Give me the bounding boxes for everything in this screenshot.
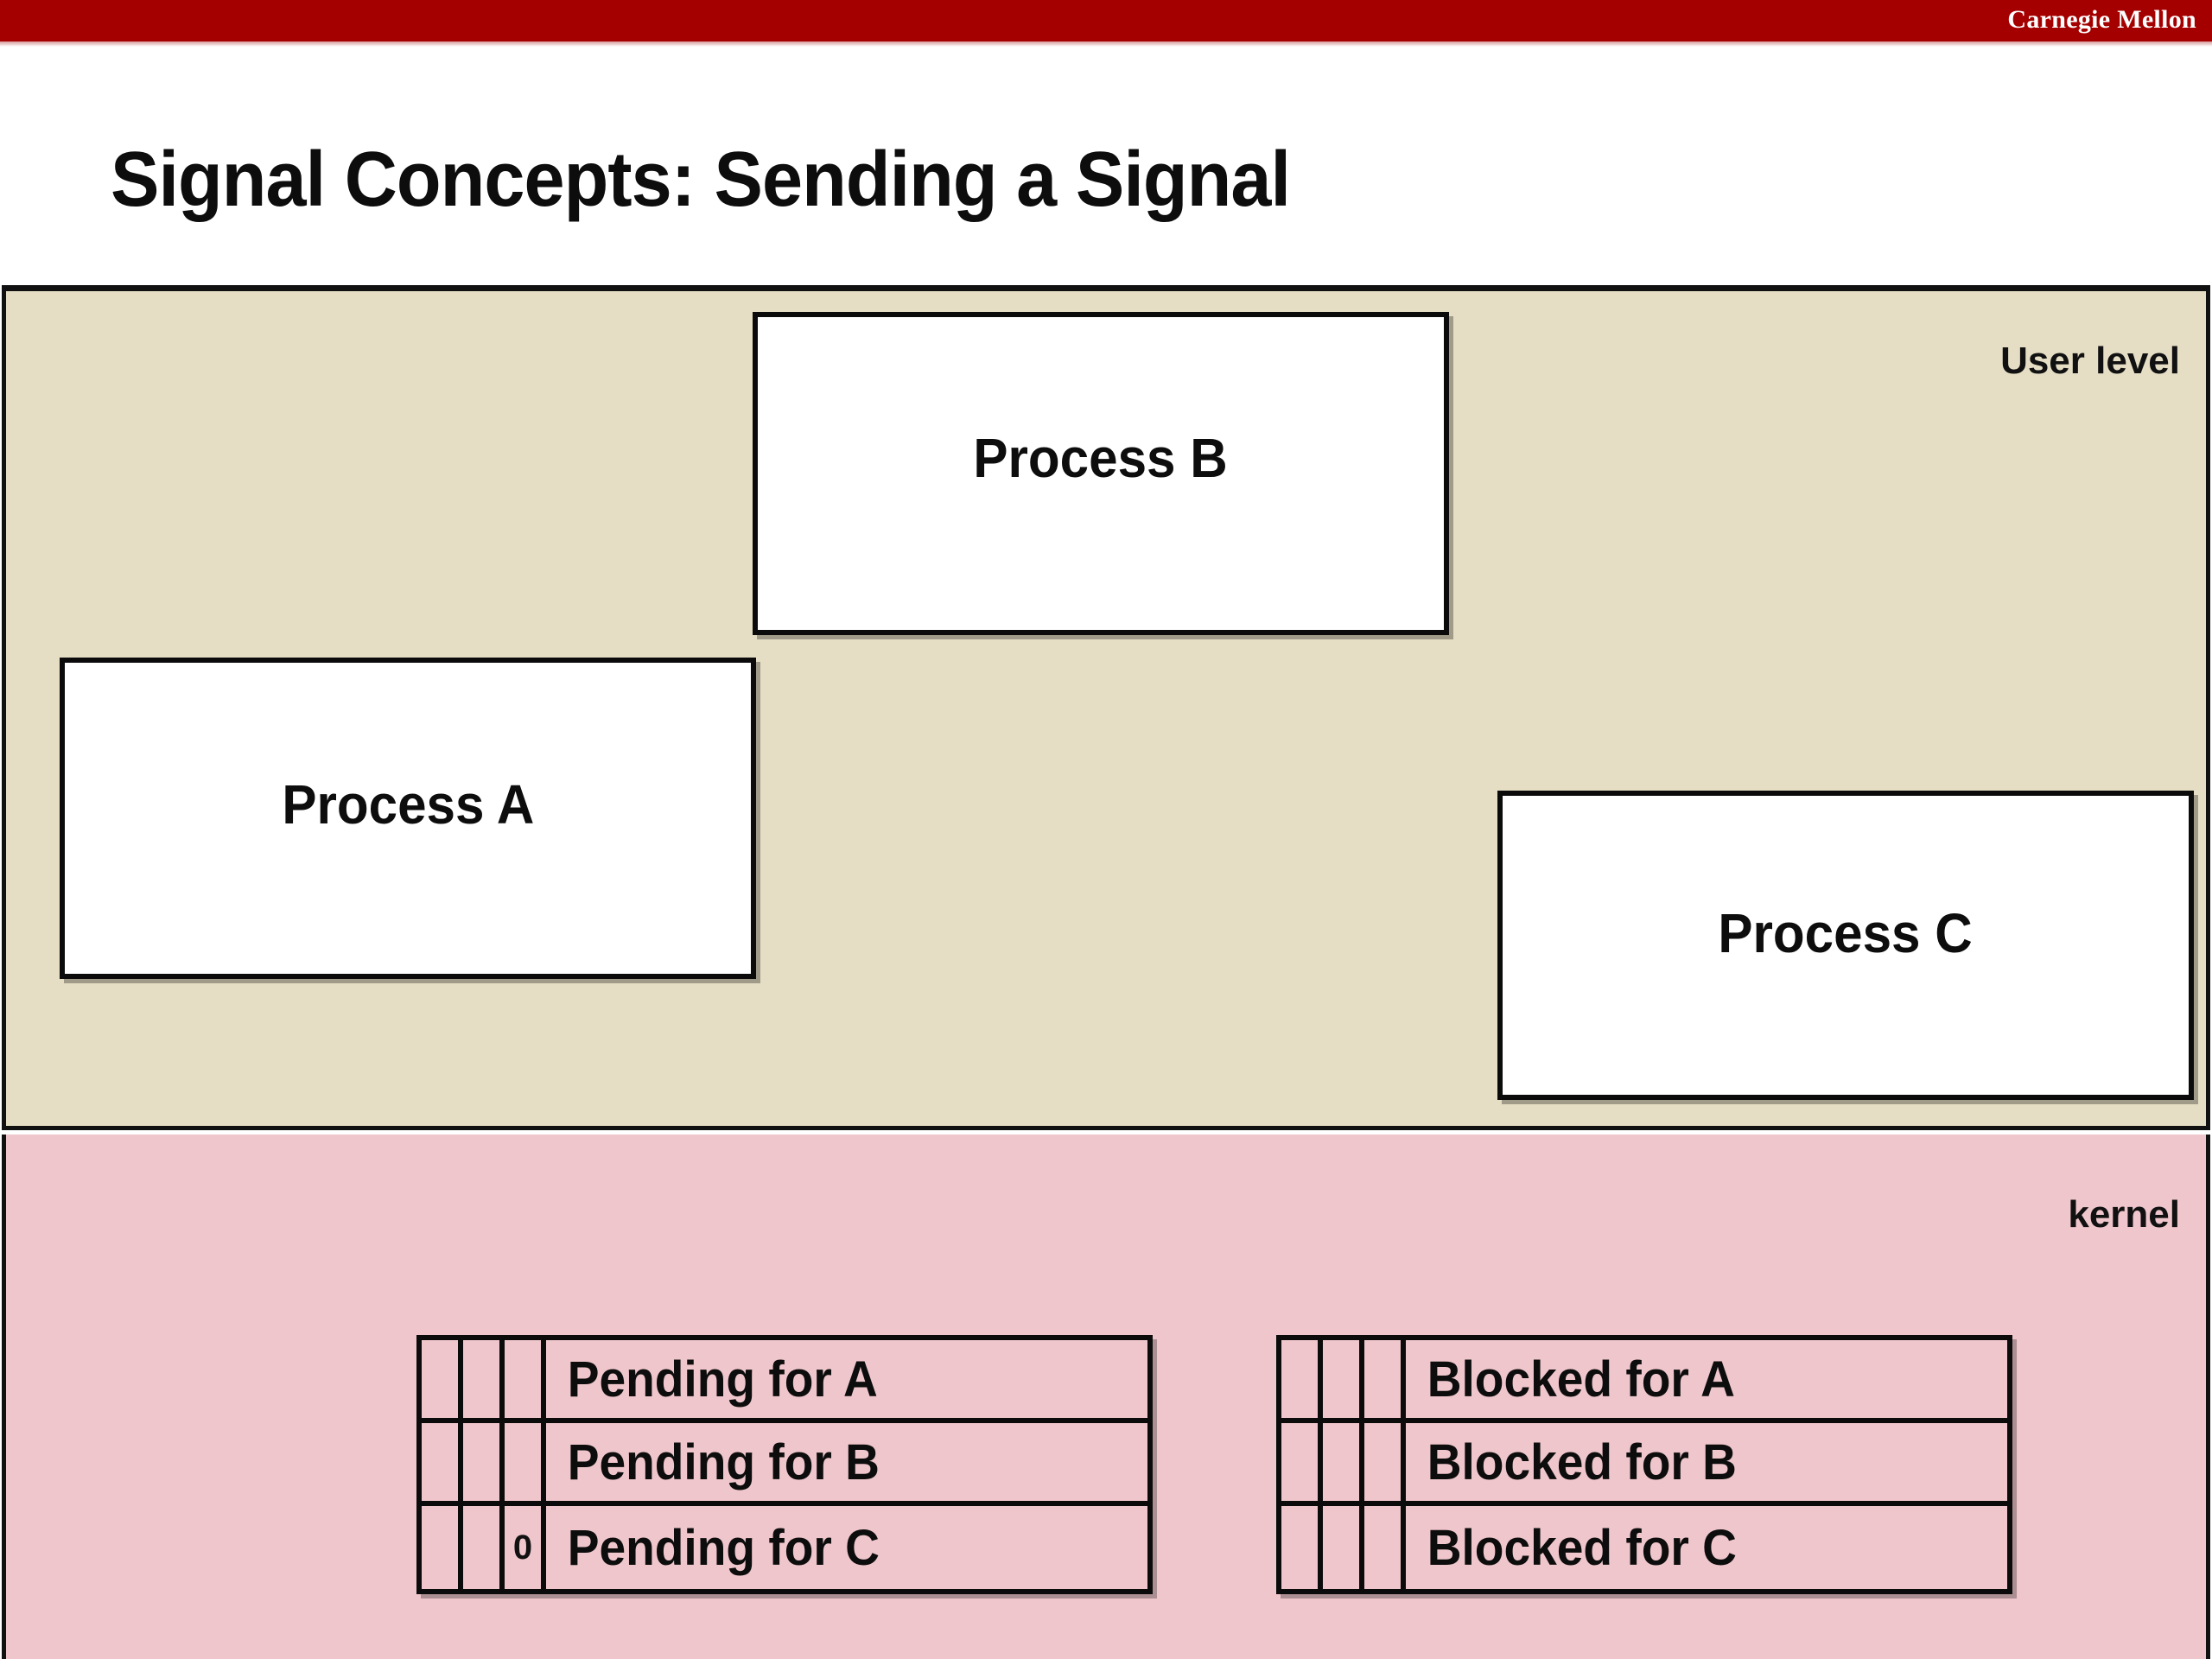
blocked-for-c-label: Blocked for C <box>1427 1519 1737 1576</box>
table-row: 0 Pending for C <box>422 1506 1147 1589</box>
bit-cell[interactable] <box>1281 1340 1323 1418</box>
process-b-box[interactable]: Process B <box>753 312 1449 635</box>
bit-cell[interactable] <box>1323 1506 1364 1589</box>
brand-bar-divider <box>0 41 2212 47</box>
bit-cell[interactable] <box>1364 1340 1406 1418</box>
bit-cell[interactable] <box>422 1506 463 1589</box>
table-row: Pending for B <box>422 1423 1147 1506</box>
kernel-region: kernel Pending for A Pending for B 0 Pen… <box>2 1135 2210 1659</box>
brand-bar <box>0 0 2212 41</box>
kernel-label: kernel <box>2068 1193 2180 1236</box>
pending-table: Pending for A Pending for B 0 Pending fo… <box>416 1335 1153 1594</box>
table-row: Blocked for A <box>1281 1340 2007 1423</box>
table-row: Blocked for C <box>1281 1506 2007 1589</box>
bit-cell[interactable] <box>1364 1423 1406 1501</box>
bit-cell-pending-c-value[interactable]: 0 <box>505 1506 546 1589</box>
bit-cell[interactable] <box>1364 1506 1406 1589</box>
bit-cell[interactable] <box>463 1340 505 1418</box>
bit-cell[interactable] <box>463 1506 505 1589</box>
bit-cell[interactable] <box>422 1340 463 1418</box>
pending-for-a-label: Pending for A <box>567 1351 878 1408</box>
user-level-region: User level Process B Process A Process C <box>2 285 2210 1130</box>
blocked-for-a-label: Blocked for A <box>1427 1351 1735 1408</box>
blocked-for-b-label: Blocked for B <box>1427 1433 1737 1491</box>
process-a-box[interactable]: Process A <box>60 658 756 979</box>
bit-cell[interactable] <box>1281 1506 1323 1589</box>
bit-cell[interactable] <box>1323 1340 1364 1418</box>
process-a-label: Process A <box>281 773 535 836</box>
bit-cell[interactable] <box>422 1423 463 1501</box>
carnegie-mellon-wordmark: Carnegie Mellon <box>2007 5 2196 34</box>
slide-title: Signal Concepts: Sending a Signal <box>111 137 1291 223</box>
pending-for-c-label: Pending for C <box>567 1519 880 1576</box>
table-row: Pending for A <box>422 1340 1147 1423</box>
process-c-label: Process C <box>1718 902 1974 964</box>
table-row: Blocked for B <box>1281 1423 2007 1506</box>
bit-cell[interactable] <box>463 1423 505 1501</box>
bit-cell[interactable] <box>1323 1423 1364 1501</box>
pending-for-b-label: Pending for B <box>567 1433 880 1491</box>
blocked-table: Blocked for A Blocked for B Blocked for … <box>1276 1335 2012 1594</box>
process-c-box[interactable]: Process C <box>1497 791 2194 1100</box>
process-b-label: Process B <box>973 427 1229 489</box>
bit-cell[interactable] <box>1281 1423 1323 1501</box>
bit-cell[interactable] <box>505 1340 546 1418</box>
bit-cell[interactable] <box>505 1423 546 1501</box>
user-level-label: User level <box>2000 340 2180 382</box>
